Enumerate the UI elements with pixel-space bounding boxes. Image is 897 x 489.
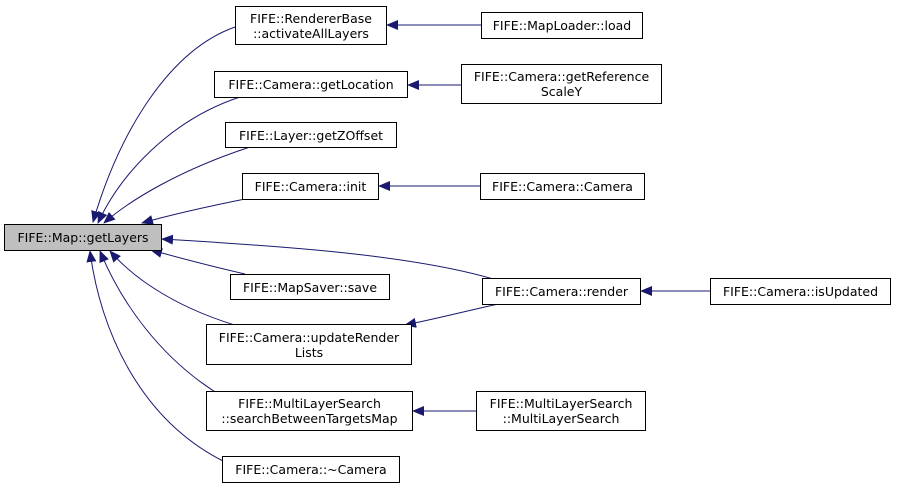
edge-update-render-lists-to-get-layers [109,250,246,329]
node-label-line2: ::searchBetweenTargetsMap [221,411,398,426]
node-camera-update-render-lists[interactable]: FIFE::Camera::updateRender Lists [206,324,412,365]
node-camera-init[interactable]: FIFE::Camera::init [242,173,379,200]
node-label: FIFE::Camera::isUpdated [722,284,879,299]
edge-camera-init-to-get-layers [141,197,251,225]
edge-search-between-to-get-layers [99,250,226,399]
edge-get-z-offset-to-get-layers [103,146,251,224]
node-camera-camera[interactable]: FIFE::Camera::Camera [480,173,645,200]
edge-camera-render-to-get-layers [161,234,504,283]
node-map-get-layers: FIFE::Map::getLayers [4,224,162,251]
node-label: FIFE::Camera::init [254,179,367,194]
node-label: FIFE::MapLoader::load [492,18,632,33]
node-label-line1: FIFE::Camera::updateRender [218,329,400,345]
node-label: FIFE::Camera::getLocation [228,77,394,92]
edge-renderer-base-to-get-layers [91,26,236,223]
node-label-line1: FIFE::RendererBase [250,10,372,26]
edge-camera-render-to-update-render-lists [404,302,504,328]
node-map-loader-load[interactable]: FIFE::MapLoader::load [481,12,643,39]
node-camera-destructor[interactable]: FIFE::Camera::~Camera [222,456,400,483]
node-camera-get-location[interactable]: FIFE::Camera::getLocation [214,71,408,98]
edge-get-location-to-get-layers [97,96,241,224]
node-label-line1: FIFE::MultiLayerSearch [489,396,633,411]
edge-map-saver-to-get-layers [150,248,246,275]
node-label-line2: ::activateAllLayers [253,25,369,41]
node-renderer-base-activate-all-layers[interactable]: FIFE::RendererBase ::activateAllLayers [235,6,387,45]
node-label: FIFE::Camera::~Camera [235,462,387,477]
node-label-line2: ::MultiLayerSearch [502,411,620,426]
node-camera-render[interactable]: FIFE::Camera::render [482,278,641,305]
node-label: FIFE::Layer::getZOffset [238,127,384,143]
node-label-line1: FIFE::MultiLayerSearch [238,396,381,411]
node-label-line2: ScaleY [540,84,583,99]
node-multi-layer-search-between-targets-map[interactable]: FIFE::MultiLayerSearch ::searchBetweenTa… [206,391,413,431]
node-label: FIFE::MapSaver::save [242,279,378,295]
node-label: FIFE::Camera::render [494,284,629,299]
node-camera-is-updated[interactable]: FIFE::Camera::isUpdated [710,278,891,305]
node-camera-get-reference-scale-y[interactable]: FIFE::Camera::getReference ScaleY [461,64,662,104]
node-multi-layer-search-constructor[interactable]: FIFE::MultiLayerSearch ::MultiLayerSearc… [476,391,646,431]
node-label-line2: Lists [294,344,324,360]
node-label-line1: FIFE::Camera::getReference [473,69,650,84]
node-label: FIFE::Camera::Camera [492,179,633,194]
edge-camera-destructor-to-get-layers [86,250,226,463]
node-layer-get-z-offset[interactable]: FIFE::Layer::getZOffset [225,122,397,148]
node-map-saver-save[interactable]: FIFE::MapSaver::save [230,274,390,300]
node-label: FIFE::Map::getLayers [17,230,149,245]
